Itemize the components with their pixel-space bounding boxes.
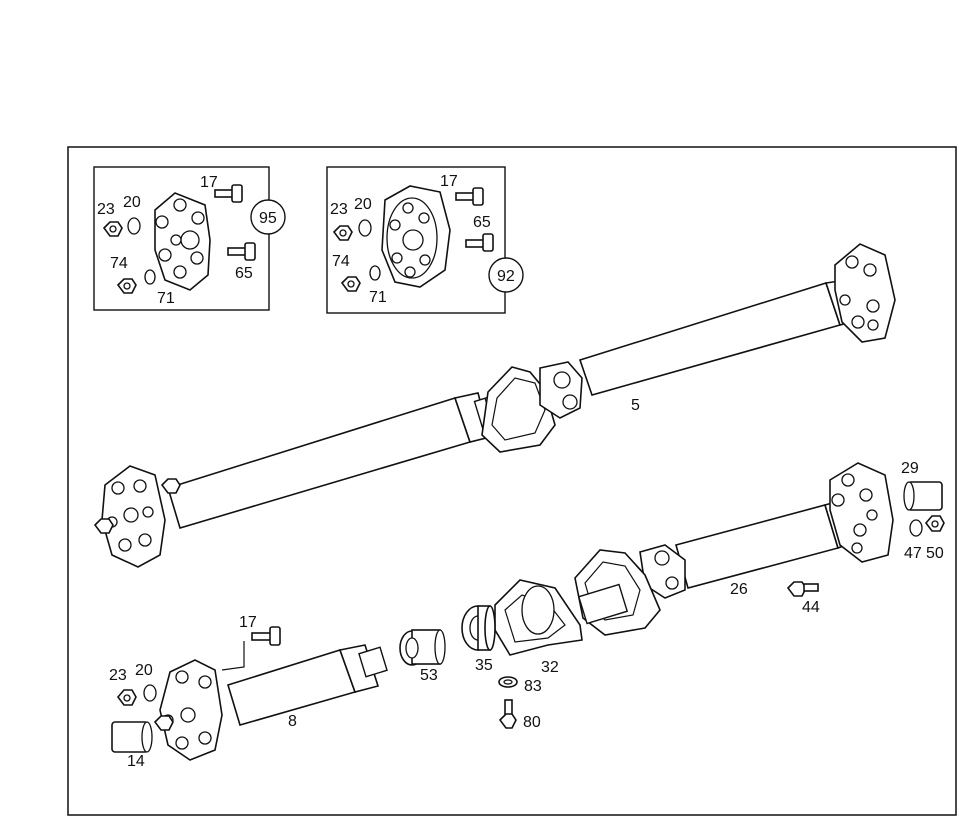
bolt-icon	[227, 242, 256, 261]
label-53: 53	[420, 667, 438, 684]
washer-icon	[144, 269, 156, 285]
inset-flex-disc-95: 17 20 23 74 71 65 95	[93, 166, 286, 311]
label-71: 71	[157, 290, 175, 307]
bolt-icon	[455, 187, 484, 206]
label-20: 20	[123, 194, 141, 211]
label-92: 92	[497, 268, 515, 285]
label-83: 83	[524, 678, 542, 695]
nut-icon	[102, 221, 123, 237]
label-14: 14	[127, 753, 145, 770]
variant-circle-92	[488, 257, 524, 293]
washer-icon	[143, 684, 157, 702]
washer-icon	[369, 265, 381, 281]
label-71: 71	[369, 289, 387, 306]
label-23: 23	[97, 201, 115, 218]
nut-icon	[116, 278, 137, 294]
nut-icon	[924, 515, 945, 532]
label-23: 23	[330, 201, 348, 218]
propeller-shaft-8	[153, 644, 388, 761]
label-17: 17	[239, 614, 257, 631]
label-74: 74	[332, 253, 350, 270]
rubber-sleeve-icon	[903, 481, 943, 511]
label-65: 65	[473, 214, 491, 231]
washer-icon	[909, 519, 923, 537]
flex-disc-icon	[154, 192, 211, 291]
nut-icon	[340, 276, 361, 292]
label-47: 47	[904, 545, 922, 562]
diagram-frame	[67, 146, 957, 816]
label-95: 95	[259, 210, 277, 227]
label-50: 50	[926, 545, 944, 562]
label-29: 29	[901, 460, 919, 477]
washer-icon	[498, 676, 518, 688]
bolt-icon	[786, 581, 819, 597]
ball-bearing-icon	[461, 605, 496, 651]
bolt-icon	[465, 233, 494, 252]
label-20: 20	[135, 662, 153, 679]
bolt-icon	[498, 699, 517, 729]
label-20: 20	[354, 196, 372, 213]
dust-cap-icon	[399, 629, 446, 666]
washer-icon	[127, 217, 141, 235]
nut-icon	[332, 225, 353, 241]
label-35: 35	[475, 657, 493, 674]
propeller-shaft-5	[93, 243, 896, 568]
propeller-shaft-26	[574, 462, 894, 636]
label-80: 80	[523, 714, 541, 731]
bolt-icon	[214, 184, 243, 203]
label-5: 5	[631, 397, 640, 414]
leader-line	[221, 641, 245, 671]
nut-icon	[116, 689, 137, 706]
variant-circle-95	[250, 199, 286, 235]
rubber-sleeve-icon	[111, 721, 153, 753]
label-17: 17	[440, 173, 458, 190]
label-17: 17	[200, 174, 218, 191]
inset-flex-disc-92: 17 20 23 74 71 65 92	[326, 166, 524, 314]
label-44: 44	[802, 599, 820, 616]
label-74: 74	[110, 255, 128, 272]
center-bearing-32	[494, 579, 583, 656]
label-8: 8	[288, 713, 297, 730]
label-26: 26	[730, 581, 748, 598]
bolt-icon	[251, 626, 281, 646]
label-23: 23	[109, 667, 127, 684]
flex-disc-icon	[381, 185, 451, 288]
label-65: 65	[235, 265, 253, 282]
washer-icon	[358, 219, 372, 237]
label-32: 32	[541, 659, 559, 676]
